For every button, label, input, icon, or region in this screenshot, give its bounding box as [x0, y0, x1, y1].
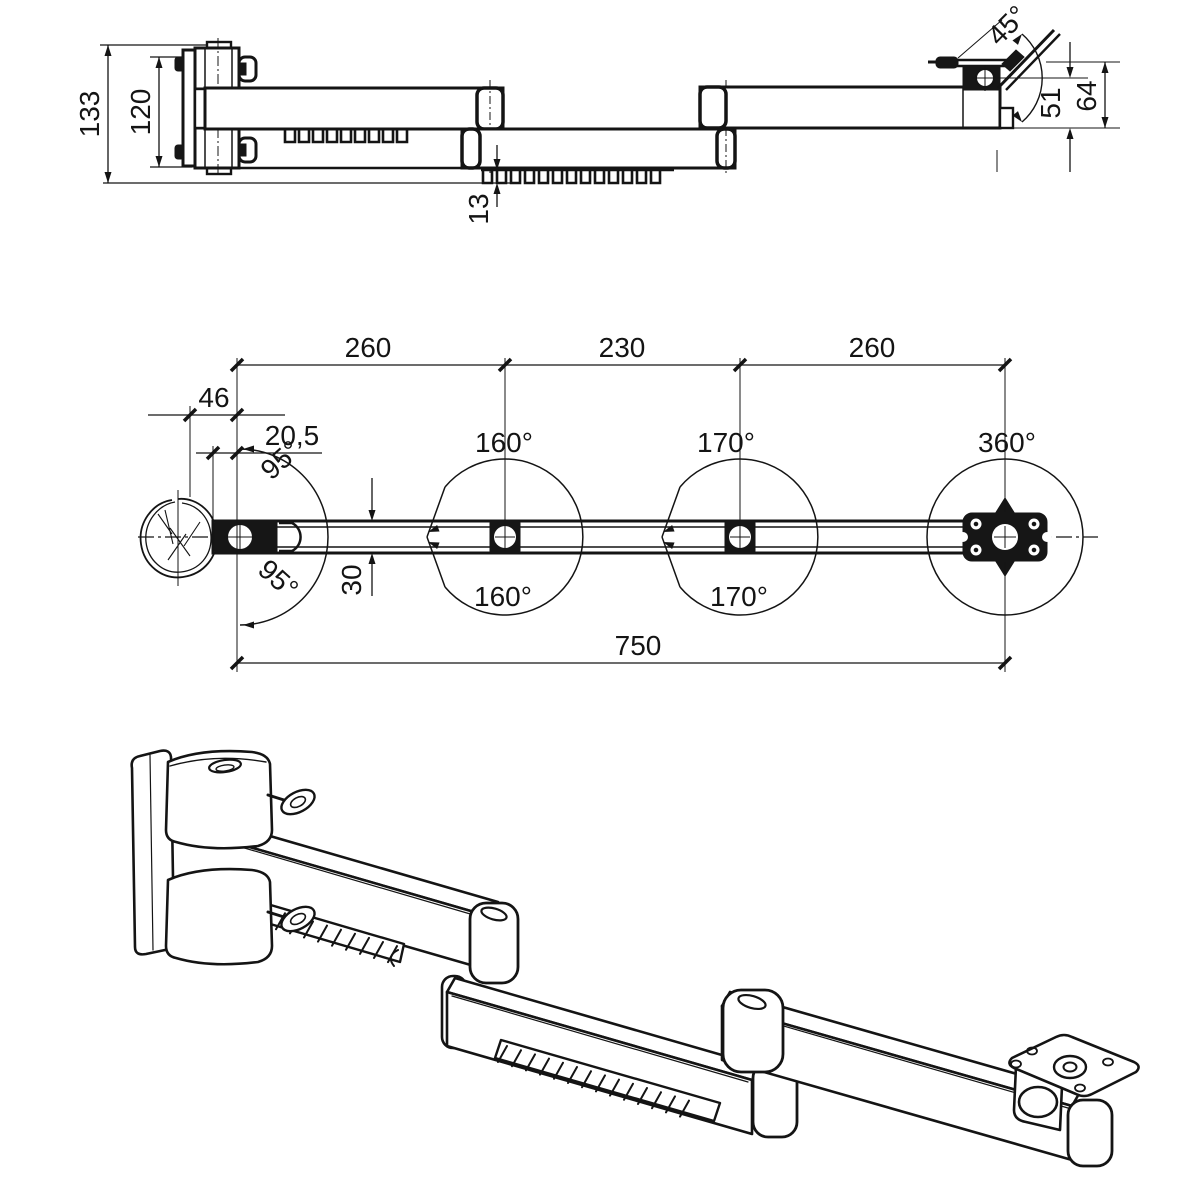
cable-clip-teeth-1	[283, 130, 409, 144]
cable-clip-teeth-2	[481, 170, 662, 185]
dim-label-45deg: 45°	[981, 0, 1033, 51]
dim-label-13: 13	[463, 193, 494, 224]
dim-label-30: 30	[336, 564, 367, 595]
dim-label-120: 120	[125, 89, 156, 136]
side-view: 133 120 13 45° 51 64	[74, 0, 1120, 225]
iso-arm-segment-3	[720, 988, 1114, 1168]
vesa-plate-plan	[958, 497, 1052, 577]
dim-label-133: 133	[74, 91, 105, 138]
iso-arm-segment-1	[168, 808, 520, 985]
iso-screw-lower	[280, 905, 316, 933]
dim-label-230: 230	[599, 332, 646, 363]
dim-label-170-upper: 170°	[697, 427, 755, 458]
dim-label-95-lower: 95°	[252, 553, 304, 604]
wall-anchor-sketch	[139, 490, 218, 586]
arm-bar-plan	[211, 519, 1047, 555]
dim-label-64: 64	[1071, 80, 1102, 111]
dim-label-51: 51	[1035, 87, 1066, 118]
dim-label-360: 360°	[978, 427, 1036, 458]
plan-dimensions: 260 230 260 46 20,5 95° 95° 160° 160° 17…	[148, 332, 1036, 672]
iso-cable-guide-2	[493, 1038, 722, 1123]
dim-label-170-lower: 170°	[710, 581, 768, 612]
wall-bracket-side	[174, 38, 258, 177]
dim-label-20-5: 20,5	[265, 420, 320, 451]
iso-screw-upper	[280, 788, 316, 816]
plan-view: 260 230 260 46 20,5 95° 95° 160° 160° 17…	[138, 332, 1098, 672]
iso-wall-bracket	[130, 749, 316, 966]
dim-label-260b: 260	[849, 332, 896, 363]
dim-label-260a: 260	[345, 332, 392, 363]
dim-label-160-upper: 160°	[475, 427, 533, 458]
arm-segment-2-side	[460, 80, 737, 185]
tilt-lock-screw	[935, 56, 959, 69]
arm-segment-3-side	[698, 85, 1015, 172]
iso-vesa-plate	[1008, 1033, 1140, 1132]
isometric-view	[130, 749, 1140, 1168]
dim-label-160-lower: 160°	[474, 581, 532, 612]
dim-label-750: 750	[615, 630, 662, 661]
arm-segment-1-side	[203, 80, 505, 176]
side-dimensions: 133 120 13 45° 51 64	[74, 0, 1120, 225]
base-joint-plan	[214, 519, 302, 555]
dim-label-46: 46	[198, 382, 229, 413]
